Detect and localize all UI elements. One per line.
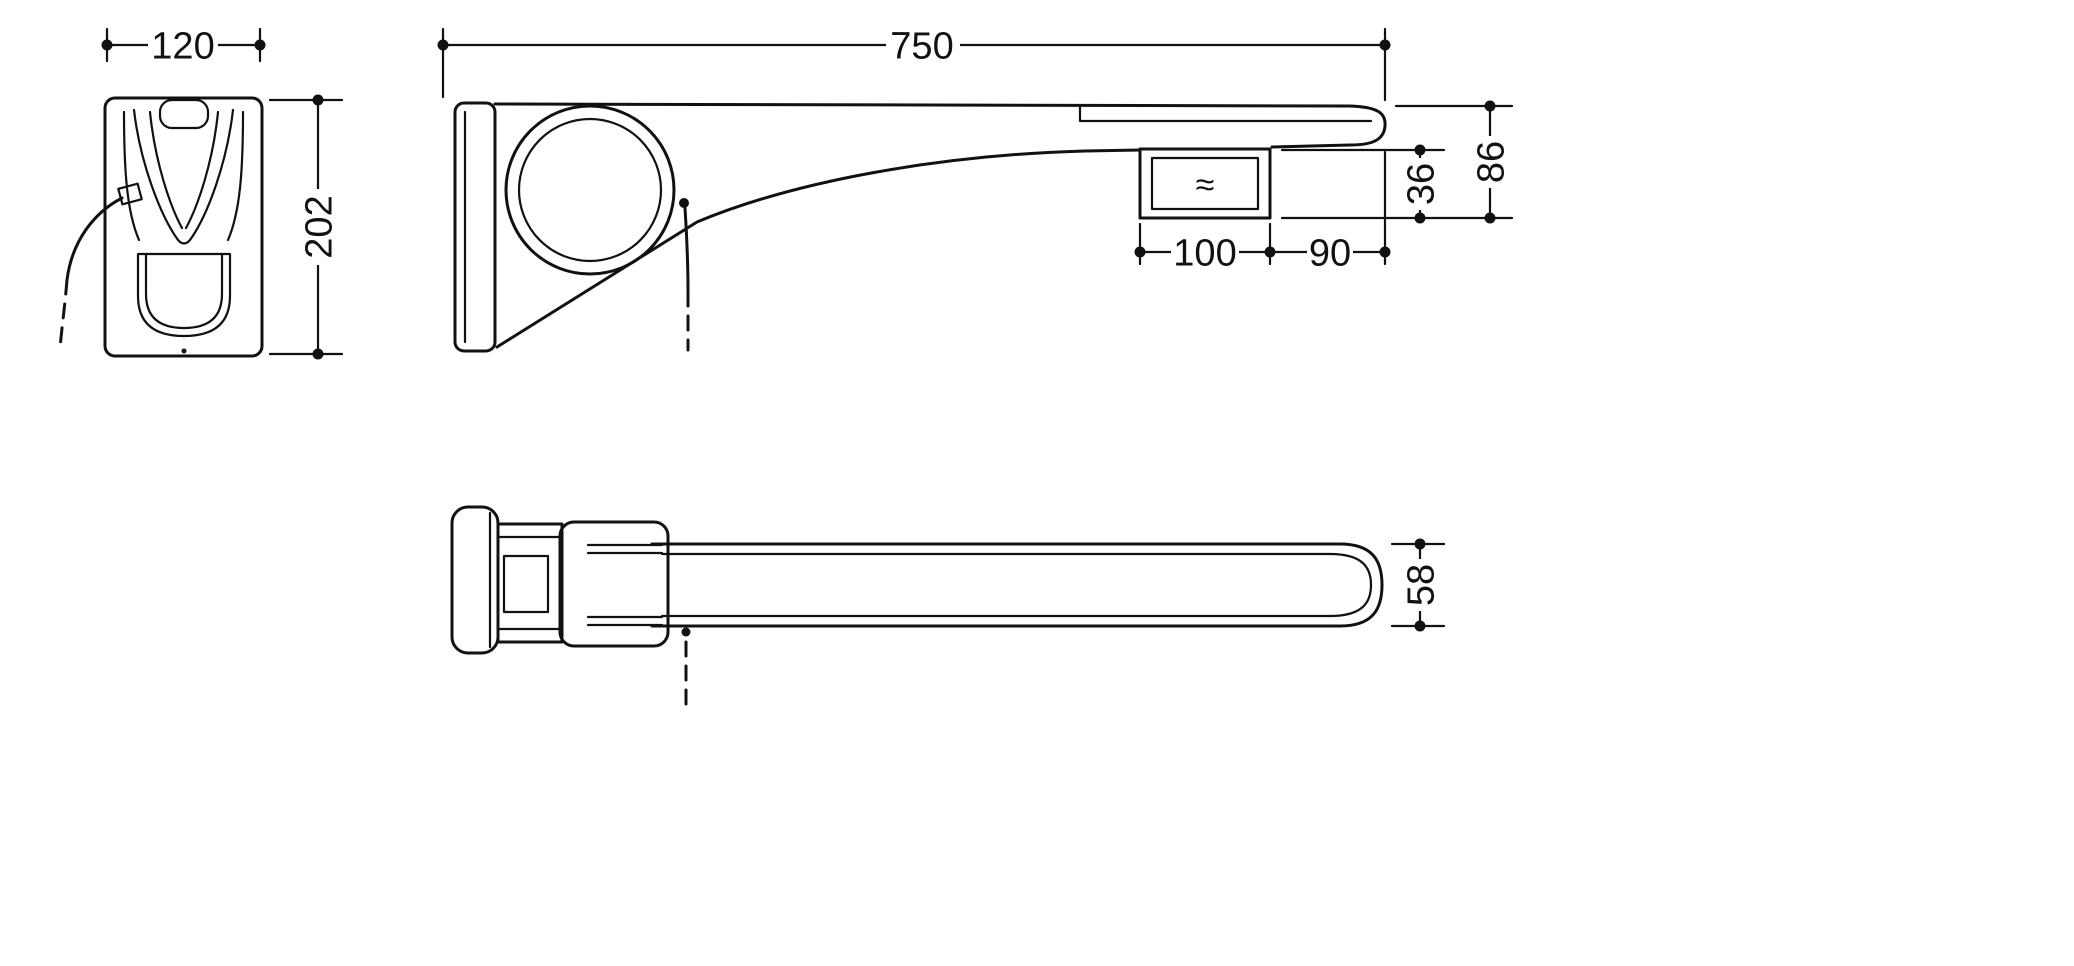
side-cord: [683, 206, 690, 292]
front-bottom-mark: [181, 348, 187, 354]
front-cup-outer: [136, 252, 232, 338]
front-cup-inner: [144, 252, 224, 330]
front-funnel-inner-left: [148, 110, 184, 230]
front-side-contour-right: [226, 110, 245, 242]
side-wall-plate: [453, 101, 497, 353]
plan-mount-steps: [496, 535, 564, 631]
front-side-contour-left: [122, 110, 141, 242]
plan-hinge-block: [558, 520, 670, 648]
front-view: [58, 96, 264, 358]
plan-hinge-slots: [586, 543, 664, 627]
side-rail-underside: [495, 148, 1142, 349]
dim-label-box-height: 36: [1400, 163, 1442, 205]
side-rail-top: [493, 102, 1387, 149]
front-cable: [65, 196, 124, 282]
dimension-120: 120: [101, 25, 266, 67]
front-plate-outline: [103, 96, 264, 358]
front-funnel-bottom: [176, 238, 192, 245]
side-cord-anchor: [679, 198, 689, 208]
plan-rail-outer: [650, 542, 1384, 628]
front-rail-cap: [158, 98, 210, 130]
dimension-750: 750: [437, 25, 1391, 102]
dimension-86: 86: [1280, 100, 1514, 224]
side-box-inner: [1150, 156, 1260, 211]
side-box-wave-symbol: ≈: [1196, 166, 1215, 204]
dimension-58: 58: [1390, 538, 1446, 632]
dim-label-box-width: 100: [1173, 232, 1236, 274]
plan-rail-inner: [660, 552, 1373, 618]
front-cable-dashed: [58, 278, 69, 350]
dimension-36: 36: [1280, 144, 1446, 224]
plan-view: [450, 505, 1384, 710]
side-hinge-cover-outer: [504, 104, 676, 276]
side-view: ≈: [453, 101, 1387, 353]
dim-label-front-height: 202: [298, 195, 340, 258]
plan-cord-anchor: [681, 627, 691, 637]
dimension-202: 202: [268, 94, 344, 360]
side-rail-parting-line: [1078, 105, 1373, 123]
front-funnel-inner-right: [184, 110, 220, 230]
side-box-outer: [1138, 147, 1272, 220]
dimension-100-90: 100 90: [1134, 150, 1391, 274]
dim-label-overall-height: 86: [1470, 141, 1512, 183]
dim-label-rail-width: 58: [1400, 564, 1442, 606]
front-cable-connector: [117, 182, 143, 206]
dim-label-box-to-end: 90: [1309, 232, 1351, 274]
side-hinge-cover-inner: [517, 117, 663, 263]
dim-label-front-width: 120: [151, 25, 214, 67]
front-funnel-right: [188, 108, 235, 242]
plan-mount-body: [496, 522, 564, 644]
front-funnel-left: [132, 108, 180, 242]
plan-mount-inner: [502, 554, 550, 614]
dim-label-rail-length: 750: [890, 25, 953, 67]
